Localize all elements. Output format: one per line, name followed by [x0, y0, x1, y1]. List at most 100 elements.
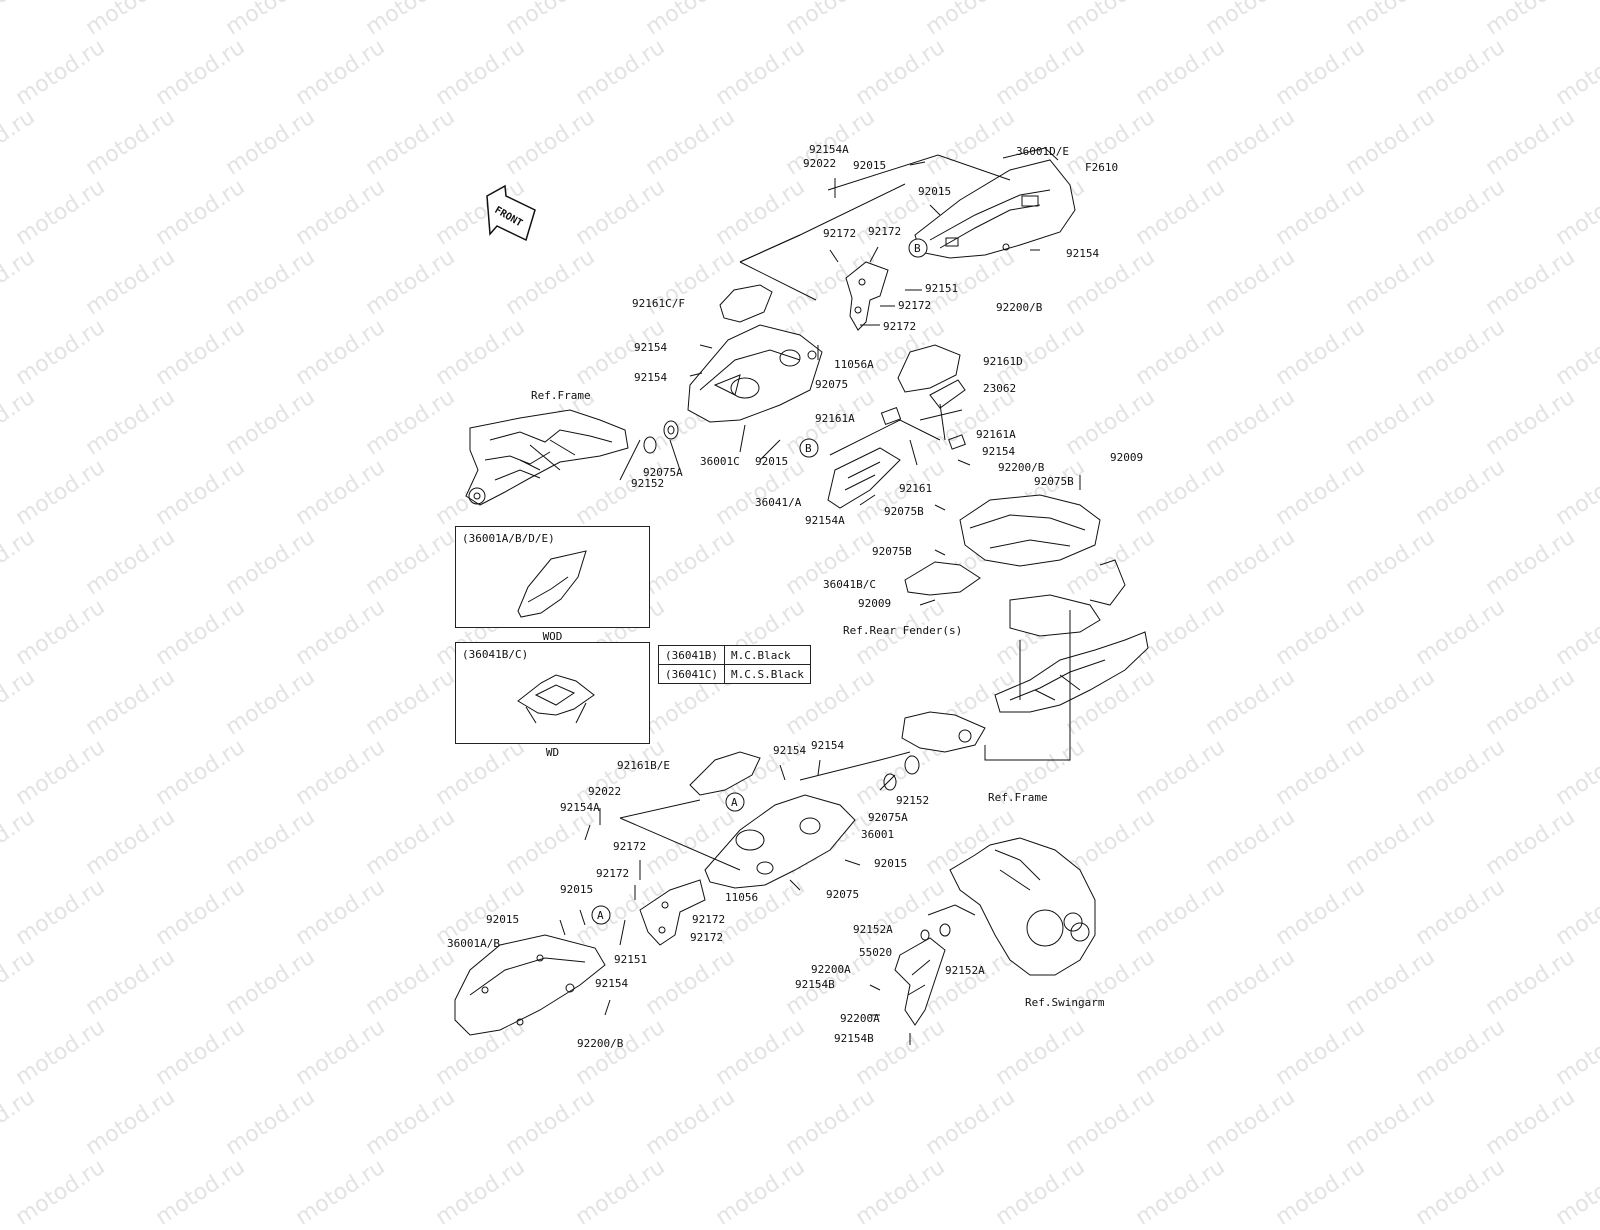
color-variant-table: (36041B) M.C.Black (36041C) M.C.S.Black	[658, 645, 811, 684]
grab-rail-92161cf-icon	[719, 284, 773, 323]
part-label: 92154A	[809, 143, 849, 156]
part-label: 36001	[861, 828, 895, 841]
part-label: 92154	[1066, 247, 1100, 260]
part-label: 92075	[826, 888, 860, 901]
part-label: 92151	[614, 953, 648, 966]
part-label: 92200/B	[996, 301, 1043, 314]
reference-label: Ref.Swingarm	[1025, 996, 1105, 1009]
part-label: 92200A	[811, 963, 851, 976]
part-label: 92161A	[976, 428, 1016, 441]
part-label: 92154A	[560, 801, 600, 814]
bracket-11056a-icon	[845, 261, 889, 331]
part-label: 11056	[725, 891, 759, 904]
part-label: 36001A/B	[447, 937, 500, 950]
part-label: 92154B	[834, 1032, 874, 1045]
part-label: 92161	[899, 482, 933, 495]
reference-label: Ref.Frame	[988, 791, 1048, 804]
part-label: 92075B	[884, 505, 924, 518]
variant-code: (36041C)	[658, 664, 725, 684]
part-label: 23062	[983, 382, 1017, 395]
bracket-55020-icon	[894, 937, 946, 1026]
variant-code: (36041B)	[658, 645, 725, 665]
rear-frame-upper-icon	[465, 409, 629, 506]
part-label: 92200A	[840, 1012, 880, 1025]
seat-cowl-36001-icon	[704, 751, 911, 889]
part-label: 92154	[595, 977, 629, 990]
part-label: 92075A	[643, 466, 683, 479]
part-label: 92154	[773, 744, 807, 757]
part-label: 92161D	[983, 355, 1023, 368]
guard-36041bc-icon	[904, 561, 981, 596]
inset-wd: (36041B/C) WD	[455, 642, 650, 759]
part-label: 92015	[486, 913, 520, 926]
part-label: 92075B	[1034, 475, 1074, 488]
part-label: 92009	[858, 597, 892, 610]
part-label: 92172	[898, 299, 932, 312]
rear-frame-lower-icon	[901, 631, 1149, 753]
variant-color: M.C.S.Black	[723, 664, 811, 684]
bracket-36041-icon	[827, 447, 901, 509]
front-arrow-icon: FRONT	[486, 184, 536, 242]
inset-wod-title: (36001A/B/D/E)	[462, 532, 555, 545]
part-label: 92161A	[815, 412, 855, 425]
part-label: 92154B	[795, 978, 835, 991]
callout-markers: B B A A	[591, 238, 928, 925]
figure-code: F2610	[1085, 161, 1119, 174]
part-label: 92152A	[853, 923, 893, 936]
bracket-11056-icon	[639, 879, 706, 946]
part-label: 92152A	[945, 964, 985, 977]
part-label: 92161B/E	[617, 759, 670, 772]
part-label: 92172	[823, 227, 857, 240]
part-label: 92154	[634, 341, 668, 354]
part-label: 92161C/F	[632, 297, 685, 310]
part-label: 36001D/E	[1016, 145, 1069, 158]
seat-cowl-upper-icon	[914, 147, 1076, 259]
part-label: 92075A	[868, 811, 908, 824]
rear-fender-upper-icon	[959, 494, 1126, 637]
inset-wod-caption: WOD	[542, 630, 563, 643]
part-label: 92172	[690, 931, 724, 944]
part-label: 92152	[631, 477, 665, 490]
callout-b-2: B	[805, 442, 812, 455]
part-label: 92200/B	[998, 461, 1045, 474]
diagram-line-art: FRONT	[454, 147, 1149, 1045]
reference-label: Ref.Rear Fender(s)	[843, 624, 963, 637]
part-label: 55020	[859, 946, 893, 959]
part-label: 11056A	[834, 358, 874, 371]
part-label: 92172	[868, 225, 902, 238]
part-label: 92009	[1110, 451, 1144, 464]
seat-cowl-36001ab-icon	[454, 934, 606, 1036]
part-label: 92015	[560, 883, 594, 896]
part-label: 92075B	[872, 545, 912, 558]
seat-cowl-variant-icon	[517, 550, 587, 618]
part-label: 92152	[896, 794, 930, 807]
table-row: (36041C) M.C.S.Black	[658, 664, 811, 684]
part-label: 92172	[883, 320, 917, 333]
part-label: 92154	[634, 371, 668, 384]
inset-wd-title: (36041B/C)	[462, 648, 529, 661]
part-label: 92154	[811, 739, 845, 752]
part-label: 92015	[874, 857, 908, 870]
part-label: 92022	[803, 157, 837, 170]
part-label: 92075	[815, 378, 849, 391]
variant-color: M.C.Black	[723, 645, 811, 665]
callout-a-2: A	[597, 909, 604, 922]
inset-wd-caption: WD	[545, 746, 560, 759]
tail-light-23062-icon	[897, 344, 966, 441]
part-label: 92172	[613, 840, 647, 853]
part-label: 36041B/C	[823, 578, 876, 591]
part-label: 92200/B	[577, 1037, 624, 1050]
part-label: 92015	[755, 455, 789, 468]
callout-a-1: A	[731, 796, 738, 809]
part-label: 92172	[596, 867, 630, 880]
table-row: (36041B) M.C.Black	[658, 645, 811, 665]
grab-rail-92161be-icon	[689, 751, 761, 796]
part-label: 92172	[692, 913, 726, 926]
part-label: 36001C	[700, 455, 740, 468]
part-label: 92151	[925, 282, 959, 295]
guard-variant-icon	[517, 674, 595, 724]
part-label: 92022	[588, 785, 622, 798]
part-label: 92154	[982, 445, 1016, 458]
seat-cowl-36001c-icon	[687, 324, 823, 423]
